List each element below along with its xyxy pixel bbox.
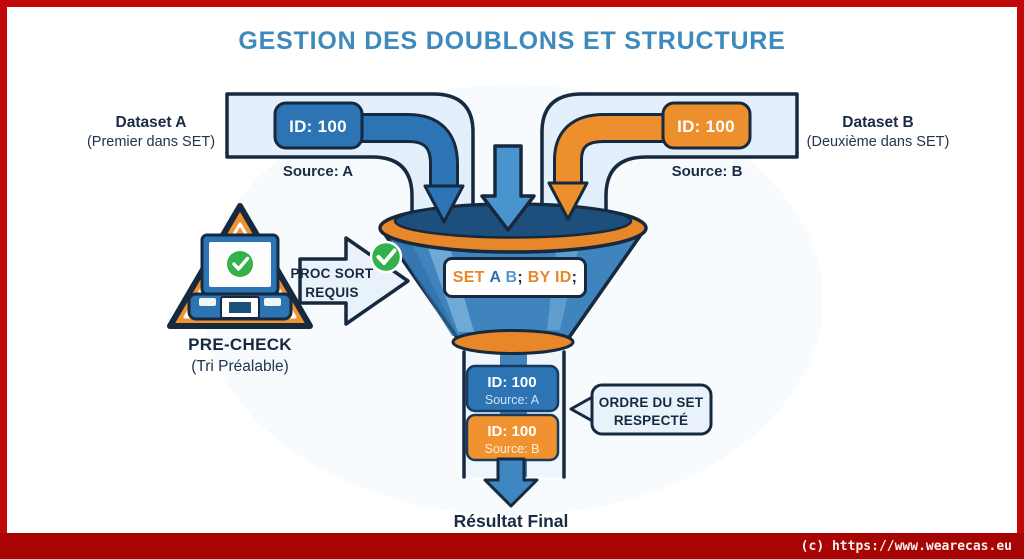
check-mark-icon: [376, 248, 397, 265]
copyright-text: (c) https://www.wearecas.eu: [800, 538, 1012, 554]
screen-check-mark-icon: [232, 256, 250, 271]
tube-walls: [462, 350, 566, 479]
footer-band: (c) https://www.wearecas.eu: [0, 533, 1024, 559]
pipe-b: [556, 116, 664, 184]
check-circle-icon: [369, 240, 403, 274]
page-title: GESTION DES DOUBLONS ET STRUCTURE: [238, 27, 785, 55]
result-row-a-source: Source: A: [485, 393, 540, 407]
order-callout-box: [590, 383, 713, 436]
pipe-a-arrowhead: [423, 184, 465, 224]
dataset-b-name: Dataset B: [842, 114, 914, 131]
dataset-a-name: Dataset A: [116, 114, 187, 131]
laptop-disk: [229, 302, 251, 313]
record-chip-b-box: [661, 101, 752, 150]
screen-check-circle-icon: [227, 251, 253, 277]
record-chip-a-box: [273, 101, 364, 150]
proc-sort-arrow: PROC SORT REQUIS: [291, 236, 410, 326]
order-callout-line2: RESPECTÉ: [614, 413, 688, 428]
code-seg-semi1: ;: [517, 268, 528, 286]
laptop-key-right: [264, 298, 281, 306]
funnel-neck-ring: [451, 329, 575, 355]
result-row-b: ID: 100 Source: B: [465, 413, 560, 462]
record-chip-b: ID: 100: [661, 101, 752, 150]
laptop-key-left: [199, 298, 216, 306]
result-row-b-source: Source: B: [485, 442, 540, 456]
result-arrow: [483, 457, 539, 508]
record-chip-b-label: ID: 100: [677, 117, 735, 136]
flow-pipes: [362, 113, 664, 232]
record-chip-a: ID: 100: [273, 101, 364, 150]
result-row-a: ID: 100 Source: A: [465, 364, 560, 413]
result-row-a-box: [465, 364, 560, 413]
proc-sort-line2: REQUIS: [305, 285, 359, 300]
dataset-b-subtitle: (Deuxième dans SET): [807, 134, 950, 150]
pipe-b-arrowhead: [547, 181, 589, 221]
code-seg-b: B: [505, 268, 518, 286]
precheck-badge: PRE-CHECK (Tri Préalable): [167, 203, 313, 375]
source-a-label: Source: A: [283, 163, 353, 180]
proc-sort-arrow-shape: [298, 236, 410, 326]
result-row-a-id: ID: 100: [487, 374, 536, 391]
set-statement-box: SET A B; BY ID;: [443, 257, 587, 298]
dataset-a-subtitle: (Premier dans SET): [87, 134, 215, 150]
code-seg-byid: BY ID: [527, 268, 572, 286]
merge-arrow-center: [480, 144, 536, 232]
pipe-a: [362, 116, 456, 188]
proc-sort-line1: PROC SORT: [291, 266, 374, 281]
source-b-label: Source: B: [672, 163, 743, 180]
order-callout: ORDRE DU SET RESPECTÉ: [569, 383, 713, 436]
result-label: Résultat Final: [454, 511, 569, 531]
record-chip-a-label: ID: 100: [289, 117, 347, 136]
code-seg-a: A: [489, 268, 506, 286]
dataset-a-label: Dataset A (Premier dans SET) Source: A: [87, 114, 353, 180]
precheck-subtitle: (Tri Préalable): [191, 358, 289, 375]
dataset-b-label: Dataset B (Deuxième dans SET) Source: B: [672, 114, 950, 180]
result-row-b-id: ID: 100: [487, 423, 536, 440]
code-seg-semi2: ;: [571, 268, 578, 286]
funnel-shade-left: [392, 240, 458, 336]
precheck-title: PRE-CHECK: [188, 335, 292, 354]
laptop-icon: [187, 233, 293, 321]
order-callout-line1: ORDRE DU SET: [599, 395, 704, 410]
code-seg-set: SET: [452, 268, 490, 286]
